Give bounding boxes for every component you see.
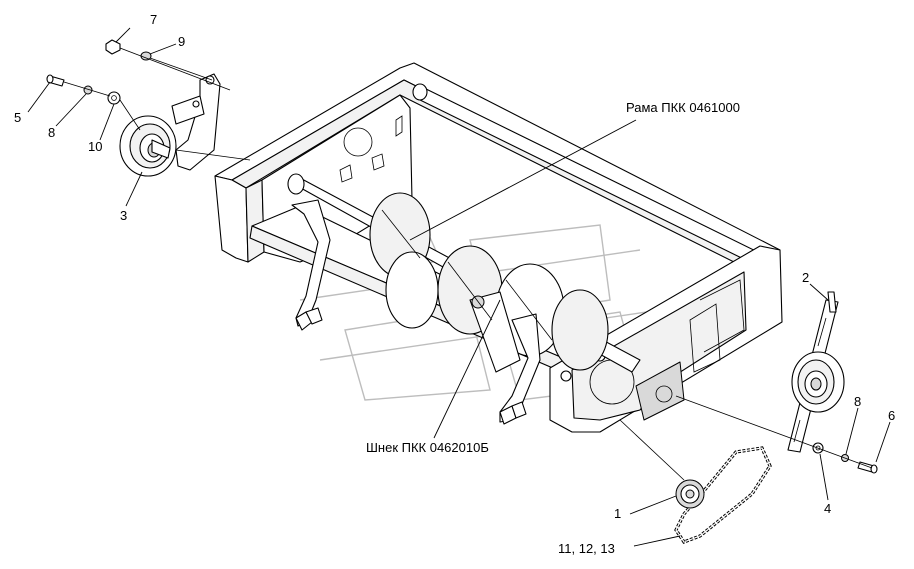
callout-8-left: 8 xyxy=(48,125,55,140)
auger-flight-2 xyxy=(385,251,439,329)
callout-labels: 7 9 5 8 10 3 2 8 6 4 1 11, 12, 13 Рама П… xyxy=(14,12,895,556)
frame-label: Рама ПКК 0461000 xyxy=(626,100,740,115)
washer-10 xyxy=(107,91,121,105)
bolt-2 xyxy=(827,291,837,313)
right-tensioner-group xyxy=(675,291,878,474)
drive-housing xyxy=(635,361,685,421)
auger-flight-5 xyxy=(551,289,609,371)
callout-8-right: 8 xyxy=(854,394,861,409)
callout-1: 1 xyxy=(614,506,621,521)
auger-assembly xyxy=(287,173,641,425)
left-tensioner-bracket xyxy=(175,73,221,171)
washer-9 xyxy=(140,51,152,61)
callout-9: 9 xyxy=(178,34,185,49)
callout-11-12-13: 11, 12, 13 xyxy=(558,541,615,556)
leader-lines xyxy=(27,27,891,547)
frame-left-box-side xyxy=(245,179,265,263)
auger-center-hub xyxy=(469,291,521,373)
callout-7: 7 xyxy=(150,12,157,27)
callout-6: 6 xyxy=(888,408,895,423)
left-plate-hole xyxy=(343,127,373,157)
nut-7 xyxy=(105,39,121,55)
drive-sprocket-group xyxy=(619,419,772,544)
frame-assembly xyxy=(214,62,783,433)
callout-10: 10 xyxy=(88,139,102,154)
nut-8-left xyxy=(83,85,93,95)
callout-3: 3 xyxy=(120,208,127,223)
callout-2: 2 xyxy=(802,270,809,285)
cross-tube-end xyxy=(412,83,428,101)
left-tensioner-group xyxy=(46,39,251,177)
auger-label: Шнек ПКК 0462010Б xyxy=(366,440,489,455)
auger-left-bracket xyxy=(291,199,331,327)
shaft-left-end xyxy=(287,173,305,195)
frame-left-box xyxy=(214,175,249,263)
callout-4: 4 xyxy=(824,501,831,516)
callout-5: 5 xyxy=(14,110,21,125)
